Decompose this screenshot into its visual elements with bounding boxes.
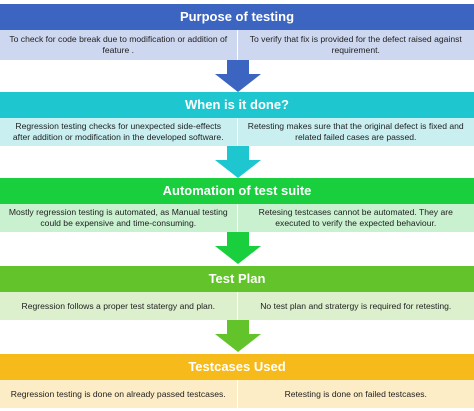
section-header-automation: Automation of test suite <box>0 178 474 204</box>
regression-cell: Regression testing is done on already pa… <box>10 388 226 399</box>
section-row-automation: Mostly regression testing is automated, … <box>0 204 474 232</box>
section-header-when: When is it done? <box>0 92 474 118</box>
section-header-test-plan: Test Plan <box>0 266 474 292</box>
retesting-cell: Retesting makes sure that the original d… <box>236 118 474 146</box>
retesting-cell: Retesing testcases cannot be automated. … <box>236 204 474 232</box>
regression-cell: Regression follows a proper test staterg… <box>21 300 215 311</box>
section-row-when: Regression testing checks for unexpected… <box>0 118 474 146</box>
section-header-purpose: Purpose of testing <box>0 4 474 30</box>
regression-cell: To check for code break due to modificat… <box>9 34 228 55</box>
regression-cell: Regression testing checks for unexpected… <box>12 121 224 142</box>
down-arrow-icon <box>215 232 261 264</box>
regression-cell: Mostly regression testing is automated, … <box>8 207 228 228</box>
section-header-testcases: Testcases Used <box>0 354 474 380</box>
retesting-cell: No test plan and stratergy is required f… <box>236 292 474 320</box>
section-row-purpose: To check for code break due to modificat… <box>0 30 474 60</box>
retesting-cell: To verify that fix is provided for the d… <box>236 30 474 60</box>
down-arrow-icon <box>215 60 261 92</box>
section-row-test-plan: Regression follows a proper test staterg… <box>0 292 474 320</box>
down-arrow-icon <box>215 320 261 352</box>
section-row-testcases: Regression testing is done on already pa… <box>0 380 474 408</box>
retesting-cell: Retesting is done on failed testcases. <box>236 380 474 408</box>
down-arrow-icon <box>215 146 261 178</box>
